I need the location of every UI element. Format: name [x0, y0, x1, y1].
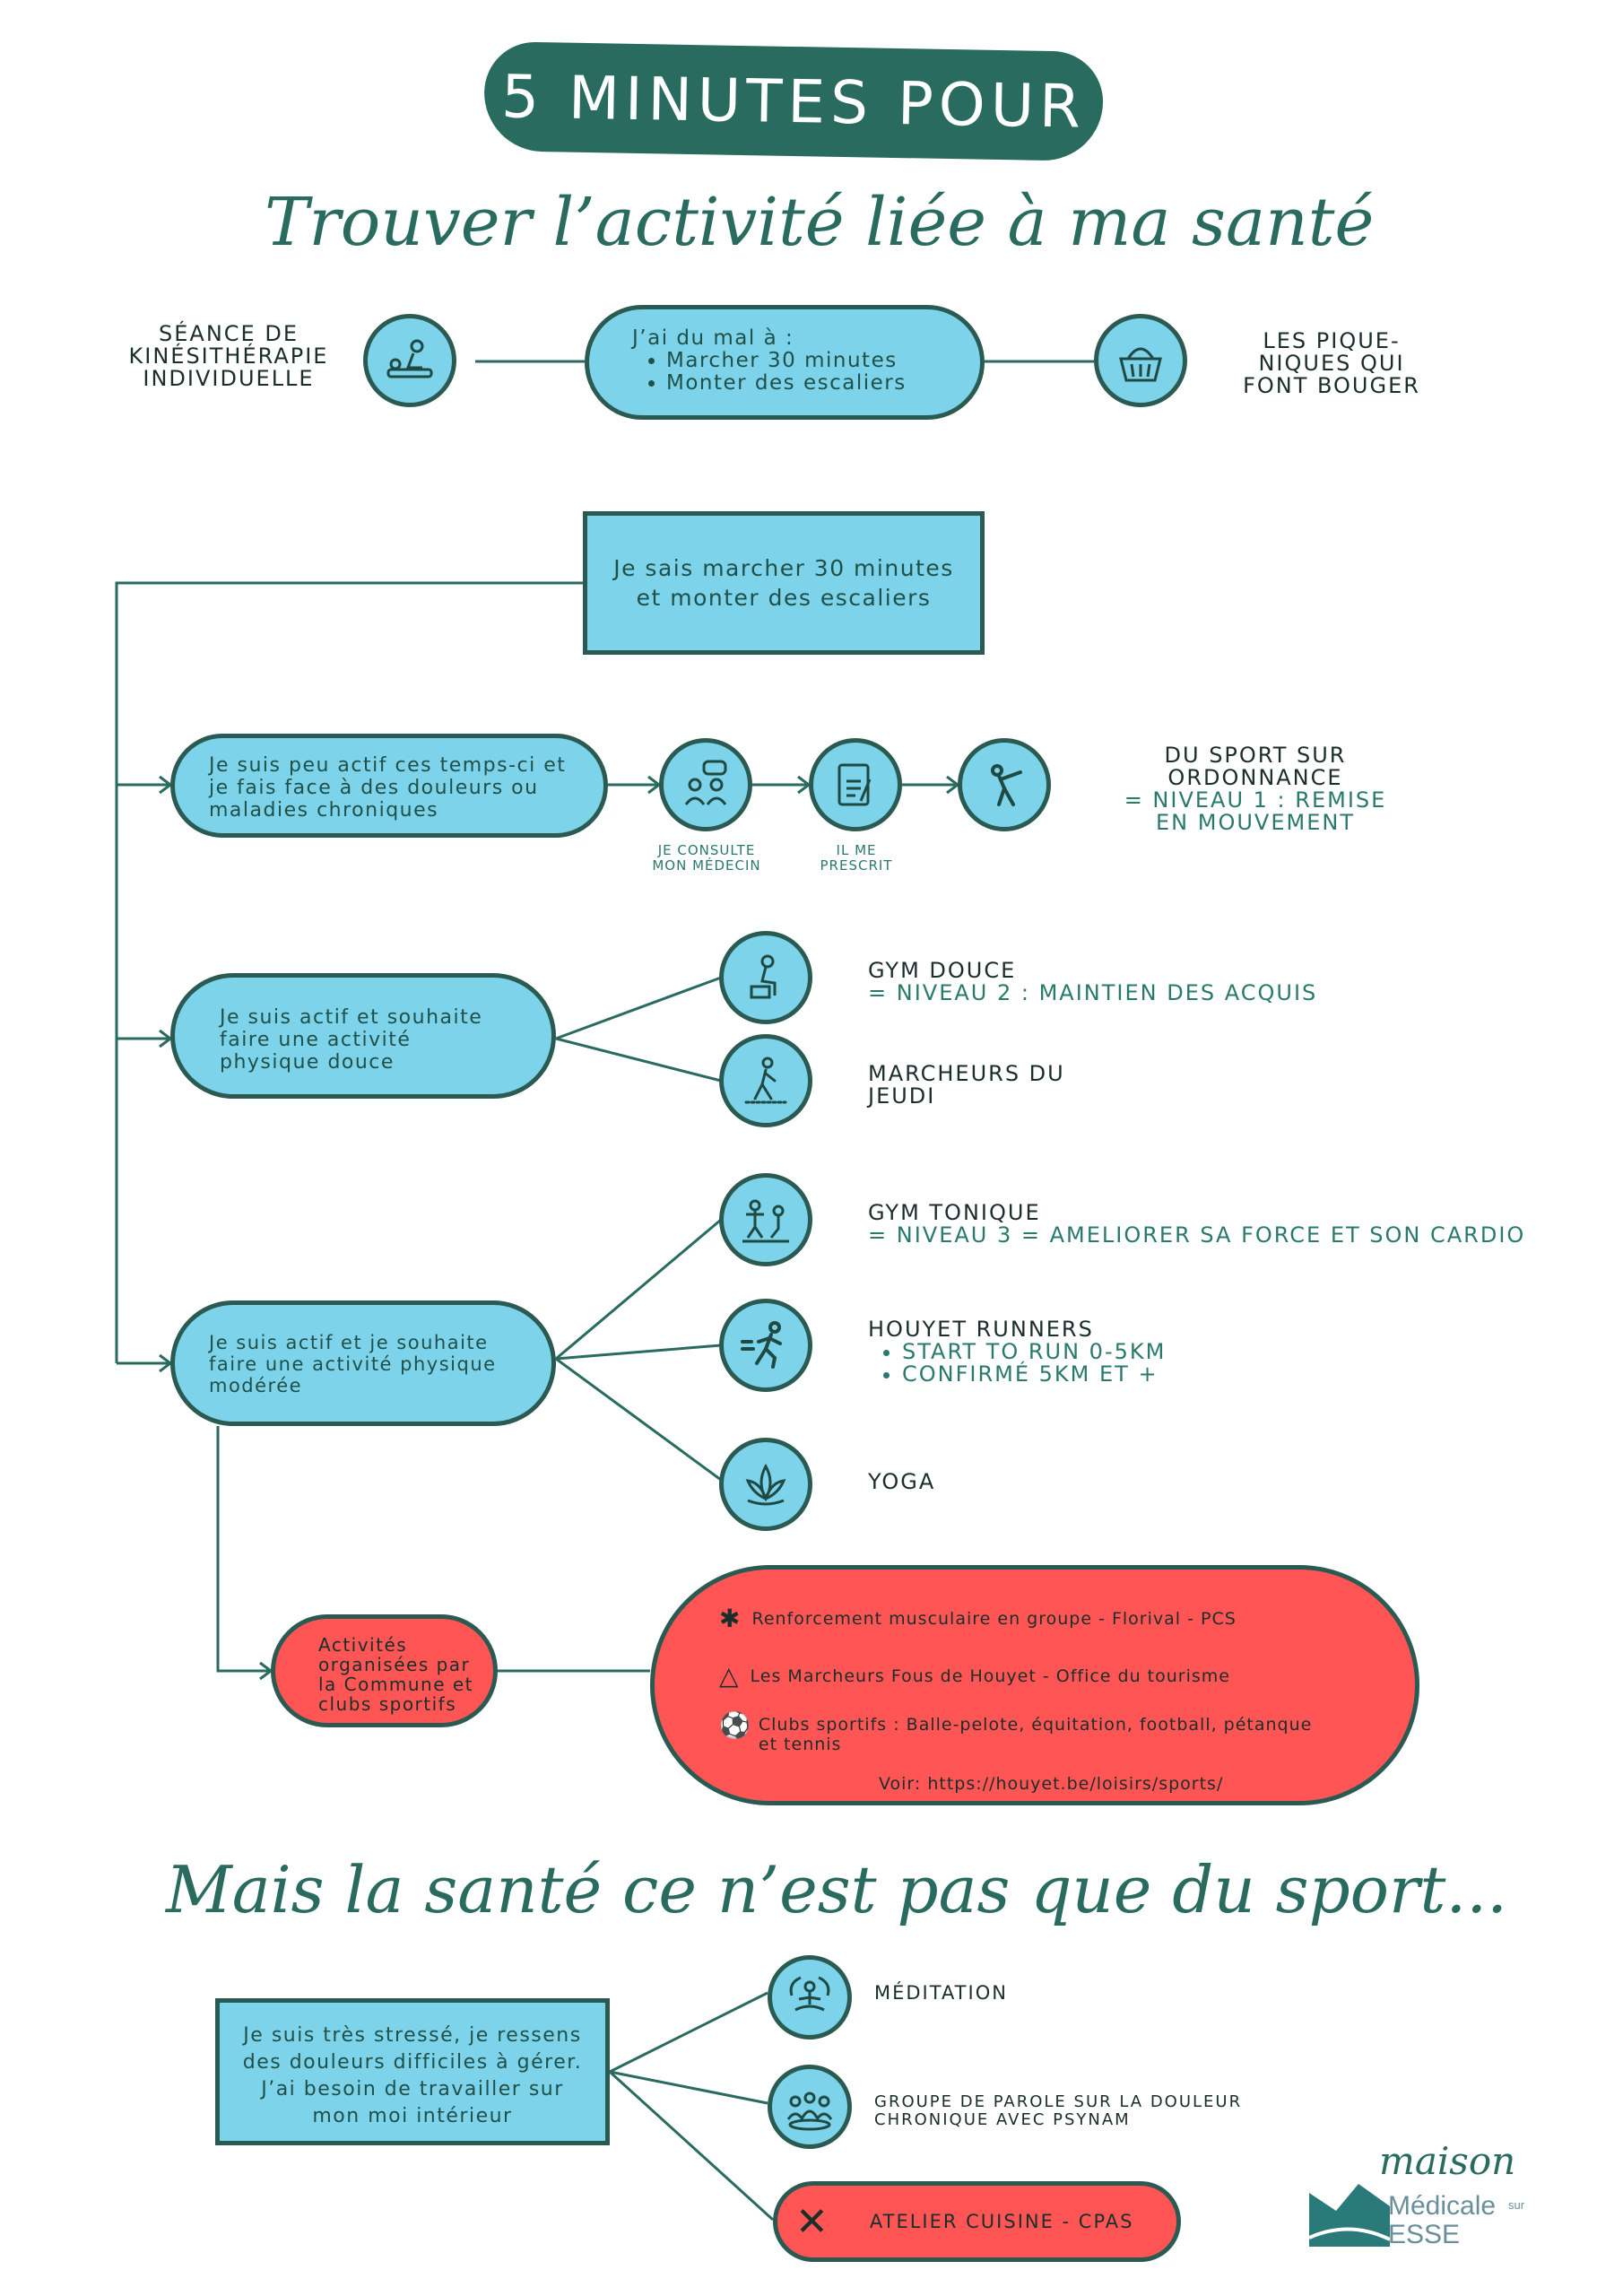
commune-box: Activités organisées par la Commune et c…: [271, 1614, 498, 1727]
logo-mountain-icon: [1309, 2184, 1390, 2247]
runners-title: HOUYET RUNNERS: [868, 1317, 1094, 1342]
active-gentle-box: Je suis actif et souhaite faire une acti…: [170, 973, 556, 1099]
commune-link[interactable]: Voir: https://houyet.be/loisirs/sports/: [879, 1774, 1224, 1794]
gym-tonique-title: GYM TONIQUE: [868, 1200, 1041, 1225]
walkers-title: MARCHEURS DU JEUDI: [868, 1061, 1065, 1109]
gym-douce-circle: [719, 931, 812, 1024]
difficulty-intro: J’ai du mal à :: [632, 326, 794, 350]
doctor-circle: [659, 738, 752, 831]
kine-label: SÉANCE DE KINÉSITHÉRAPIE INDIVIDUELLE: [128, 321, 329, 391]
runners-circle: [719, 1299, 812, 1392]
discussion-group-icon: [786, 2092, 833, 2131]
commune-item: Clubs sportifs : Balle-pelote, équitatio…: [758, 1715, 1313, 1754]
hiker-icon: △: [719, 1661, 740, 1691]
lotus-icon: [745, 1463, 786, 1506]
walking-person-icon: [744, 1057, 787, 1104]
picnic-circle: [1094, 314, 1187, 407]
kine-circle: [363, 314, 456, 407]
gym-douce-level: = NIVEAU 2 : MAINTIEN DES ACQUIS: [868, 980, 1318, 1005]
logo-sur: sur: [1508, 2198, 1525, 2212]
picnic-basket-icon: [1119, 347, 1162, 382]
massage-icon: [386, 339, 433, 378]
picnic-label: LES PIQUE-NIQUES QUI FONT BOUGER: [1243, 328, 1420, 398]
talk-group-circle: [768, 2065, 852, 2149]
difficulty-item: Marcher 30 minutes: [666, 350, 937, 372]
talk-group-title: GROUPE DE PAROLE SUR LA DOULEUR CHRONIQU…: [874, 2092, 1243, 2129]
commune-activities-panel: ✱ Renforcement musculaire en groupe - Fl…: [650, 1565, 1419, 1805]
running-person-icon: [741, 1321, 782, 1369]
yoga-title: YOGA: [868, 1469, 936, 1494]
stretch-circle: [958, 738, 1051, 831]
header-banner: 5 MINUTES POUR: [482, 40, 1105, 162]
meditation-icon: [789, 1976, 830, 2012]
stress-box: Je suis très stressé, je ressens des dou…: [215, 1998, 610, 2145]
prescription-circle: [809, 738, 902, 831]
cooking-label: ATELIER CUISINE - CPAS: [869, 2210, 1134, 2232]
logo-esse: ESSE: [1388, 2220, 1461, 2249]
seated-exercise-icon: [750, 954, 777, 999]
commune-item: Les Marcheurs Fous de Houyet - Office du…: [750, 1665, 1230, 1686]
active-moderate-box: Je suis actif et je souhaite faire une a…: [170, 1300, 556, 1426]
commune-item-row: ✱ Renforcement musculaire en groupe - Fl…: [719, 1604, 1237, 1633]
yoga-circle: [719, 1438, 812, 1531]
difficulty-box: J’ai du mal à : Marcher 30 minutes Monte…: [585, 305, 985, 420]
fitness-class-icon: [742, 1199, 789, 1243]
cooking-pill: ✕ ATELIER CUISINE - CPAS: [773, 2181, 1181, 2262]
gym-douce-title: GYM DOUCE: [868, 958, 1017, 983]
runners-list: START TO RUN 0-5KM CONFIRMÉ 5KM ET +: [868, 1341, 1166, 1386]
gym-tonique-level: = NIVEAU 3 = AMELIORER SA FORCE ET SON C…: [868, 1222, 1526, 1248]
meditation-title: MÉDITATION: [874, 1982, 1008, 2004]
cooking-utensils-icon: ✕: [795, 2198, 829, 2245]
prescription-icon: [838, 763, 872, 806]
runners-item: CONFIRMÉ 5KM ET +: [902, 1363, 1166, 1386]
logo-medicale: Médicale: [1388, 2191, 1497, 2221]
step-consult-label: JE CONSULTE MON MÉDECIN: [652, 842, 761, 874]
gym-tonique-circle: [719, 1173, 812, 1266]
commune-item-row: △ Les Marcheurs Fous de Houyet - Office …: [719, 1661, 1230, 1691]
subtitle: Mais la santé ce n’est pas que du sport.…: [166, 1852, 1508, 1927]
sport-prescription-level: = NIVEAU 1 : REMISE EN MOUVEMENT: [1124, 787, 1387, 835]
difficulty-item: Monter des escaliers: [666, 372, 937, 395]
can-walk-box: Je sais marcher 30 minutes et monter des…: [583, 511, 985, 655]
maison-medicale-logo: maison Médicale sur ESSE: [1309, 2139, 1533, 2260]
low-activity-box: Je suis peu actif ces temps-ci et je fai…: [170, 734, 608, 838]
runners-item: START TO RUN 0-5KM: [902, 1341, 1166, 1363]
meditation-circle: [768, 1955, 852, 2039]
logo-maison: maison: [1379, 2139, 1516, 2183]
walkers-circle: [719, 1034, 812, 1127]
muscle-group-icon: ✱: [719, 1604, 742, 1633]
step-prescribe-label: IL ME PRESCRIT: [820, 842, 893, 874]
commune-item-row: ⚽ Clubs sportifs : Balle-pelote, équitat…: [719, 1710, 1329, 1755]
page-title: Trouver l’activité liée à ma santé: [265, 184, 1375, 261]
consultation-icon: [684, 760, 727, 805]
sports-icon: ⚽: [719, 1710, 751, 1740]
commune-item: Renforcement musculaire en groupe - Flor…: [751, 1608, 1237, 1629]
sport-prescription-title: DU SPORT SUR ORDONNANCE: [1164, 743, 1347, 790]
stretching-person-icon: [991, 764, 1022, 806]
